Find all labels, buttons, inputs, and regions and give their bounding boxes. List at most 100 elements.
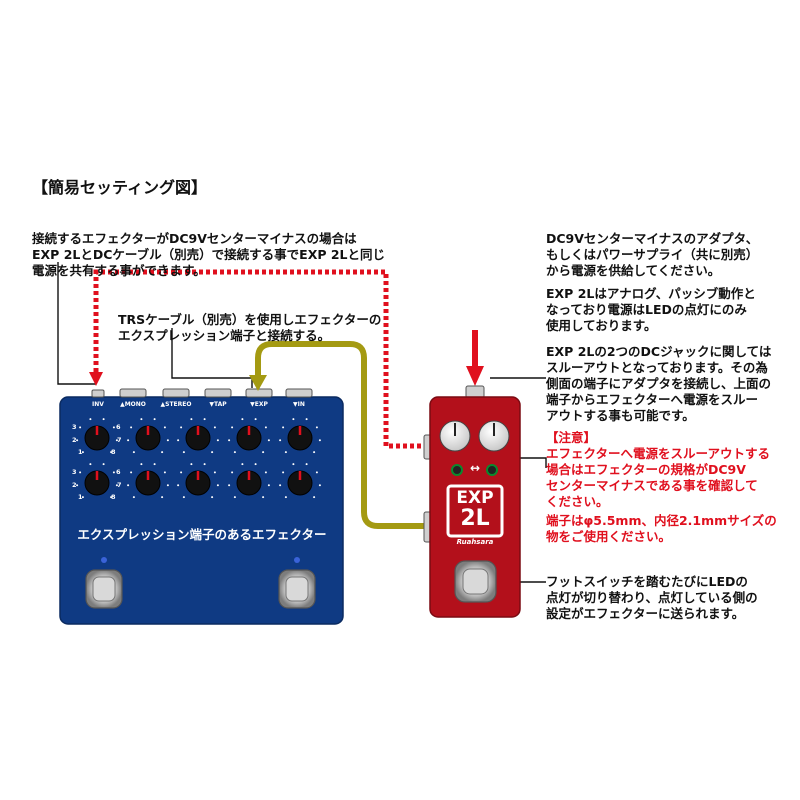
knob-scale-number: 3 (72, 423, 77, 431)
knob-scale-dot (102, 463, 105, 466)
knob-scale-dot (177, 484, 180, 487)
knob-scale-number: 6 (116, 423, 121, 431)
effector-knob[interactable] (177, 463, 219, 499)
jack-label-exp: ▼EXP (250, 401, 268, 408)
knob-scale-dot (228, 439, 231, 442)
effector-knob[interactable] (279, 418, 321, 454)
jack-mono[interactable] (119, 388, 147, 398)
effector-knob[interactable] (228, 463, 270, 499)
note-dc-thru: EXP 2Lの2つのDCジャックに関してはスルーアウトとなっております。その為側… (546, 344, 772, 423)
knob-scale-dot (81, 496, 84, 499)
knob-scale-dot (140, 463, 143, 466)
knob-scale-dot (163, 471, 166, 474)
knob-scale-dot (76, 484, 79, 487)
jack-label-mono: ▲MONO (120, 401, 146, 408)
knob-scale-dot (282, 471, 285, 474)
note-trs-cable: TRSケーブル（別売）を使用しエフェクターのエクスプレッション端子と接続する。 (118, 312, 382, 343)
knob-scale-dot (241, 418, 244, 421)
effector-knob[interactable] (127, 418, 169, 454)
pedal-logo-exp: EXP (456, 488, 494, 508)
note-jack-spec: 端子はφ5.5mm、内径2.1mmサイズの物をご使用ください。 (546, 513, 777, 544)
pedal-dc-jack-top[interactable] (465, 385, 485, 399)
knob-scale-dot (130, 471, 133, 474)
dc-cable (93, 269, 425, 449)
knob-scale-dot (115, 484, 118, 487)
page-title: 【簡易セッティング図】 (32, 178, 208, 197)
effector-knob[interactable] (127, 463, 169, 499)
knob-scale-dot (140, 418, 143, 421)
knob-scale-dot (76, 439, 79, 442)
leader-dc-note (57, 262, 96, 385)
knob-scale-dot (177, 439, 180, 442)
knob-scale-dot (203, 418, 206, 421)
knob-scale-dot (127, 439, 130, 442)
jack-exp[interactable] (245, 388, 273, 398)
knob-scale-dot (182, 451, 185, 454)
knob-scale-number: 7 (117, 436, 122, 444)
jack-label-in: ▼IN (293, 401, 305, 408)
pedal-footswitch[interactable] (454, 560, 497, 603)
knob-scale-dot (315, 426, 318, 429)
right-footswitch[interactable] (278, 569, 316, 609)
jack-in[interactable] (285, 388, 313, 398)
effector-knob[interactable] (76, 463, 118, 499)
effector-name: エクスプレッション端子のあるエフェクター (77, 527, 327, 542)
effector-knob[interactable] (76, 418, 118, 454)
pedal-knob-right[interactable] (478, 420, 510, 452)
effector-knob[interactable] (279, 463, 321, 499)
knob-scale-dot (153, 418, 156, 421)
knob-scale-dot (267, 484, 270, 487)
knob-scale-dot (233, 496, 236, 499)
left-led (101, 557, 107, 563)
knob-scale-dot (190, 418, 193, 421)
left-footswitch[interactable] (85, 569, 123, 609)
effector-power-label: INV (92, 401, 104, 408)
jack-power[interactable] (91, 389, 105, 398)
knob-scale-dot (284, 496, 287, 499)
trs-cable-line (255, 341, 428, 529)
knob-scale-dot (305, 418, 308, 421)
knob-scale-number: 2 (72, 436, 77, 444)
jack-tap[interactable] (204, 388, 232, 398)
jack-label-stereo: ▲STEREO (160, 401, 192, 408)
knob-scale-dot (115, 439, 118, 442)
knob-scale-dot (228, 484, 231, 487)
knob-scale-number: 8 (111, 493, 116, 501)
jack-stereo[interactable] (162, 388, 190, 398)
knob-scale-dot (231, 426, 234, 429)
knob-scale-dot (79, 471, 82, 474)
note-power-supply: DC9Vセンターマイナスのアダプタ、もしくはパワーサプライ（共に別売）から電源を… (546, 231, 759, 278)
knob-scale-dot (180, 471, 183, 474)
pedal-led-left (451, 464, 463, 476)
knob-scale-dot (79, 426, 82, 429)
effector-jacks (91, 388, 313, 398)
knob-scale-dot (254, 418, 257, 421)
knob-scale-dot (211, 451, 214, 454)
leader-trs-note (171, 328, 253, 388)
knob-scale-dot (180, 426, 183, 429)
effector-knob[interactable] (177, 418, 219, 454)
knob-scale-dot (279, 439, 282, 442)
dc-cable-line (93, 269, 425, 449)
knob-scale-dot (233, 451, 236, 454)
knob-scale-dot (89, 418, 92, 421)
knob-scale-dot (213, 426, 216, 429)
knob-scale-dot (254, 463, 257, 466)
pedal-knob-left[interactable] (439, 420, 471, 452)
pedal-logo-2l: 2L (460, 506, 490, 531)
knob-scale-dot (318, 484, 321, 487)
knob-scale-dot (161, 451, 164, 454)
knob-scale-dot (211, 496, 214, 499)
knob-scale-dot (216, 439, 219, 442)
right-led (294, 557, 300, 563)
knob-scale-dot (132, 451, 135, 454)
note-footswitch: フットスイッチを踏むたびにLEDの点灯が切り替わり、点灯している側の設定がエフェ… (546, 574, 758, 621)
knob-scale-dot (262, 496, 265, 499)
knob-scale-number: 2 (72, 481, 77, 489)
knob-scale-dot (190, 463, 193, 466)
knob-scale-dot (262, 451, 265, 454)
effector-knob[interactable] (228, 418, 270, 454)
